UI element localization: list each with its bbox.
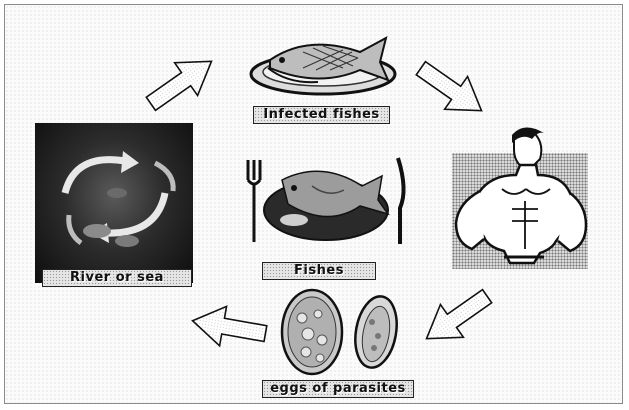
- label-eggs-of-parasites: eggs of parasites: [262, 380, 414, 398]
- river-cycle-icon: [35, 123, 193, 283]
- label-fishes: Fishes: [262, 262, 376, 280]
- label-infected-fishes: Infected fishes: [253, 106, 390, 124]
- arrow-left: [189, 301, 269, 353]
- fish-dish-icon: [232, 150, 412, 255]
- fish-on-platter-icon: [248, 28, 398, 98]
- muscular-man-icon: [452, 153, 588, 269]
- arrow-down-right: [409, 52, 493, 127]
- label-river-or-sea: River or sea: [42, 269, 192, 287]
- arrow-down-left: [415, 280, 499, 355]
- parasite-eggs-icon: [272, 288, 412, 383]
- arrow-up-right: [139, 45, 223, 120]
